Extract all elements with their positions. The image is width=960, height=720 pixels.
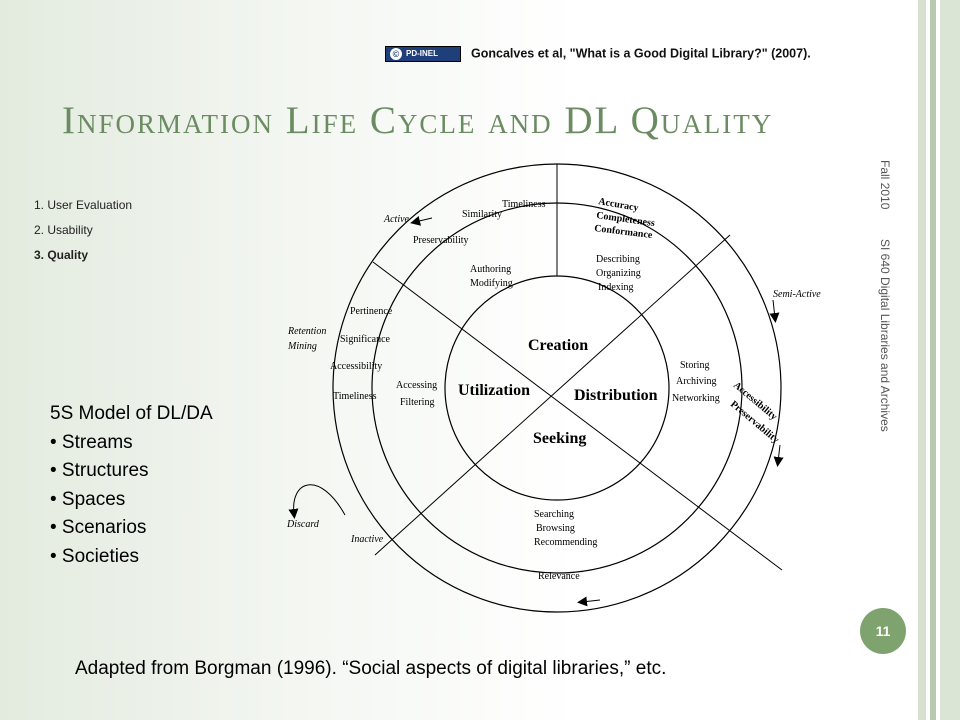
middle-label: Accessing [396, 380, 437, 391]
side-term: Fall 2010 [878, 160, 892, 210]
model-heading: 5S Model of DL/DA [50, 403, 213, 424]
model-item: • Spaces [50, 488, 126, 510]
footer-attribution: Adapted from Borgman (1996). “Social asp… [75, 658, 667, 679]
citation: © PD-INEL Goncalves et al, "What is a Good… [385, 46, 811, 62]
state-semi-active: Semi-Active [773, 289, 821, 300]
arrow-semi-active [769, 299, 780, 323]
side-caption: Fall 2010 SI 640 Digital Libraries and Ar… [872, 160, 892, 520]
arrow-active [410, 215, 433, 226]
state-retention: Retention [287, 326, 326, 337]
arrow-right [773, 444, 784, 467]
outer-label: Timeliness [333, 391, 377, 402]
state-inactive: Inactive [350, 534, 384, 545]
side-course: SI 640 Digital Libraries and Archives [878, 239, 892, 433]
divider-line [374, 234, 731, 556]
divider-line [372, 261, 783, 571]
arrow-bottom [577, 596, 601, 607]
nav-item[interactable]: 1. User Evaluation [34, 198, 133, 212]
middle-label: Authoring [470, 264, 511, 275]
model-item: • Scenarios [50, 517, 147, 538]
middle-label: Browsing [536, 523, 575, 534]
state-discard: Discard [286, 519, 320, 530]
middle-label: Recommending [534, 537, 597, 548]
middle-label: Indexing [598, 282, 634, 293]
middle-label: Searching [534, 509, 574, 520]
license-badge[interactable]: © PD-INEL [385, 46, 461, 62]
outer-label: Preservability [413, 235, 469, 246]
model-item: • Structures [50, 460, 149, 481]
middle-label: Filtering [400, 397, 434, 408]
middle-label: Describing [596, 254, 640, 265]
middle-label: Storing [680, 360, 709, 371]
middle-label: Networking [672, 393, 720, 404]
state-mining: Mining [287, 341, 317, 352]
core-creation: Creation [528, 337, 588, 354]
slide-title: Information Life Cycle and DL Quality [62, 99, 774, 142]
outer-label: Timeliness [502, 199, 546, 210]
outer-label: Pertinence [350, 306, 393, 317]
right-border-band [930, 0, 936, 720]
section-nav: 1. User Evaluation 2. Usability 3. Quali… [34, 198, 132, 273]
middle-label: Organizing [596, 268, 641, 279]
arrow-discard [288, 484, 346, 519]
license-badge-label: PD-INEL [406, 49, 438, 58]
middle-label: Archiving [676, 376, 717, 387]
license-icon: © [390, 48, 402, 60]
model-item: • Streams [50, 431, 133, 453]
outer-label: Relevance [538, 571, 580, 582]
nav-item[interactable]: 2. Usability [34, 223, 93, 237]
model-item: • Societies [50, 545, 140, 567]
right-border-band [940, 0, 960, 720]
model-list: 5S Model of DL/DA • Streams • Structures… [50, 400, 213, 571]
state-active: Active [383, 214, 410, 225]
right-border-band [918, 0, 926, 720]
core-utilization: Utilization [458, 382, 530, 399]
outer-label: Accessibility [330, 361, 382, 372]
outer-label: Significance [340, 334, 391, 345]
core-seeking: Seeking [533, 430, 586, 447]
page-number-badge: 11 [860, 608, 906, 654]
outer-label: Similarity [462, 209, 502, 220]
citation-text: Goncalves et al, "What is a Good Digital… [471, 46, 811, 61]
middle-label: Modifying [470, 278, 513, 289]
nav-item-active[interactable]: 3. Quality [34, 248, 89, 262]
core-distribution: Distribution [574, 387, 658, 404]
